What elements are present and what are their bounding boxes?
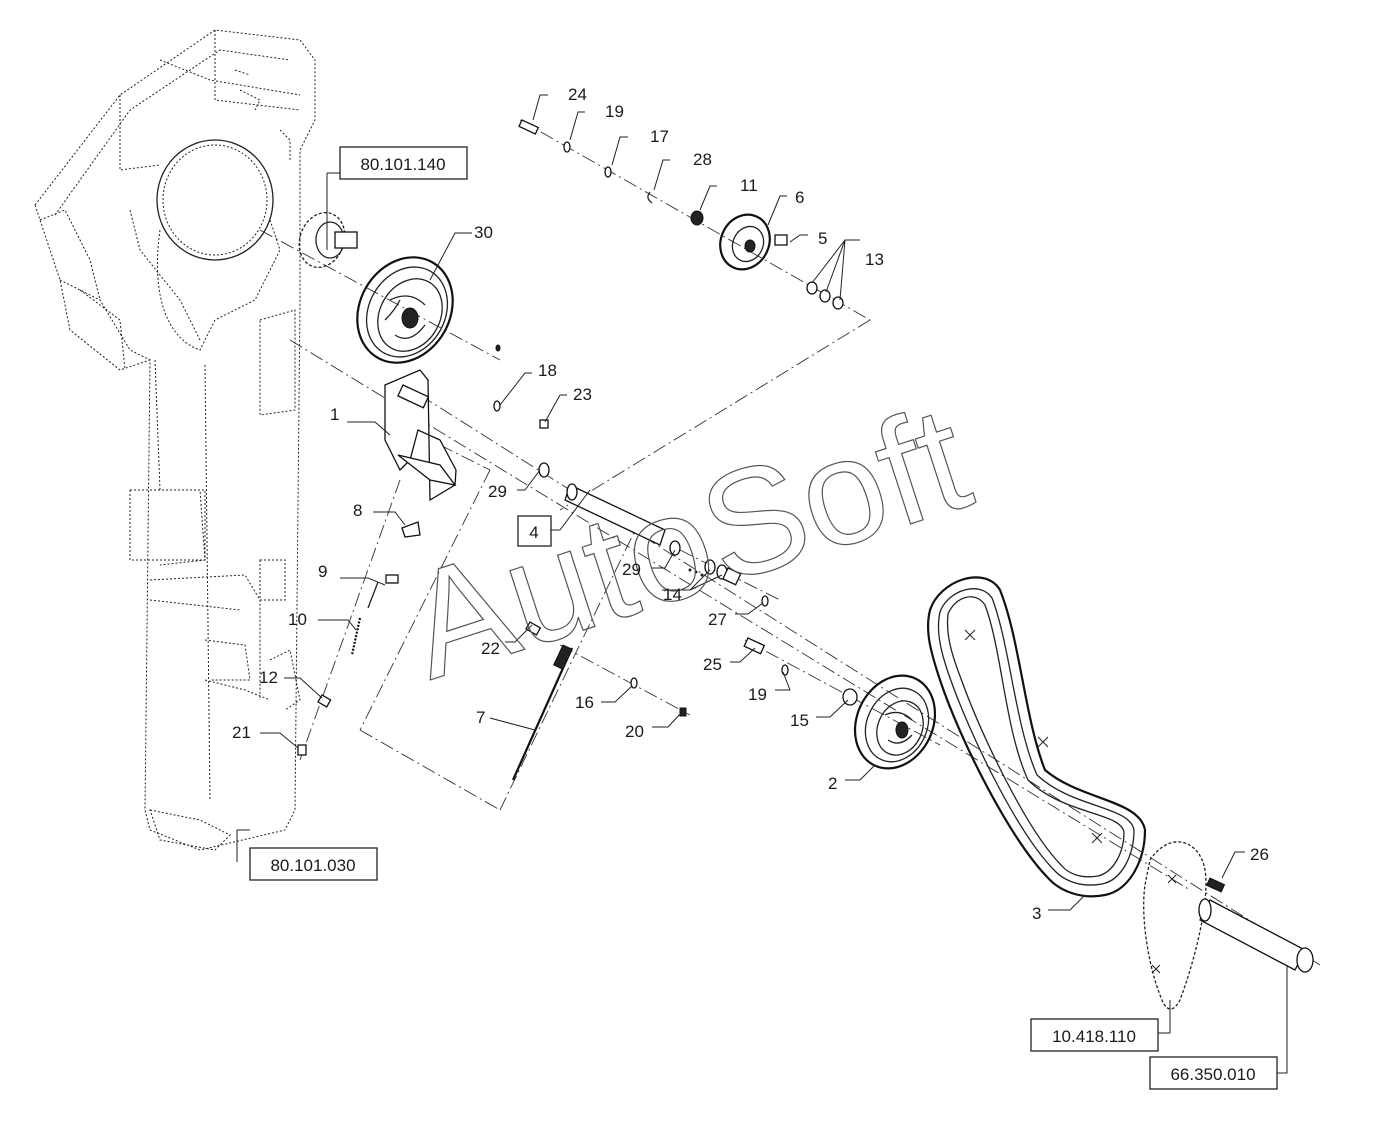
small-hardware-top xyxy=(495,119,844,352)
callout-26: 26 xyxy=(1250,845,1269,864)
callout-2: 2 xyxy=(828,774,837,793)
watermark: AutoSoft xyxy=(388,373,987,711)
callout-16: 16 xyxy=(575,693,594,712)
callout-3: 3 xyxy=(1032,904,1041,923)
callout-10: 10 xyxy=(288,610,307,629)
callout-27: 27 xyxy=(708,610,727,629)
callout-6: 6 xyxy=(795,188,804,207)
callout-17: 17 xyxy=(650,127,669,146)
callout-23: 23 xyxy=(573,385,592,404)
callout-22: 22 xyxy=(481,639,500,658)
callout-18: 18 xyxy=(538,361,557,380)
callout-28: 28 xyxy=(693,150,712,169)
ref-label-10-418-110: 10.418.110 xyxy=(1052,1027,1136,1046)
leader-lines xyxy=(236,94,1288,1074)
ref-label-66-350-010: 66.350.010 xyxy=(1170,1065,1255,1084)
callout-11: 11 xyxy=(740,176,758,195)
shaft-tube xyxy=(493,400,769,607)
ref-label-80-101-140: 80.101.140 xyxy=(360,155,445,174)
callout-13: 13 xyxy=(865,250,884,269)
callout-19-bottom: 19 xyxy=(748,685,767,704)
callout-14: 14 xyxy=(663,585,682,604)
tension-arm xyxy=(384,369,457,502)
idler-pulley xyxy=(719,213,771,271)
ref-box-80-101-030[interactable]: 80.101.030 xyxy=(249,847,378,881)
frame-housing xyxy=(34,29,316,851)
spring-assembly xyxy=(297,521,421,756)
callout-29-lower: 29 xyxy=(622,560,641,579)
ref-label-80-101-030: 80.101.030 xyxy=(270,856,355,875)
v-belt xyxy=(926,576,1147,898)
callout-15: 15 xyxy=(790,711,809,730)
ref-box-10-418-110[interactable]: 10.418.110 xyxy=(1030,1018,1159,1052)
chain-drive xyxy=(1143,841,1314,1010)
sprocket xyxy=(298,211,358,269)
pulley-large xyxy=(356,256,454,364)
callouts: 1 2 3 5 6 7 8 9 10 11 12 13 14 15 16 17 … xyxy=(232,85,1269,923)
ref-box-80-101-140[interactable]: 80.101.140 xyxy=(339,146,468,180)
rod xyxy=(511,621,687,781)
ref-box-66-350-010[interactable]: 66.350.010 xyxy=(1149,1056,1278,1090)
callout-5: 5 xyxy=(818,229,827,248)
callout-4-label: 4 xyxy=(529,523,538,542)
callout-7: 7 xyxy=(476,708,485,727)
callout-12: 12 xyxy=(259,668,278,687)
callout-19-top: 19 xyxy=(605,102,624,121)
callout-9: 9 xyxy=(318,562,327,581)
callout-30: 30 xyxy=(474,223,493,242)
drive-pulley xyxy=(853,674,937,770)
callout-24: 24 xyxy=(568,85,587,104)
spring xyxy=(350,617,362,656)
callout-20: 20 xyxy=(625,722,644,741)
boxed-callout-4[interactable]: 4 xyxy=(517,515,552,547)
callout-8: 8 xyxy=(353,501,362,520)
callout-21: 21 xyxy=(232,723,251,742)
callout-25: 25 xyxy=(703,655,722,674)
callout-1: 1 xyxy=(330,405,339,424)
callout-29-upper: 29 xyxy=(488,482,507,501)
